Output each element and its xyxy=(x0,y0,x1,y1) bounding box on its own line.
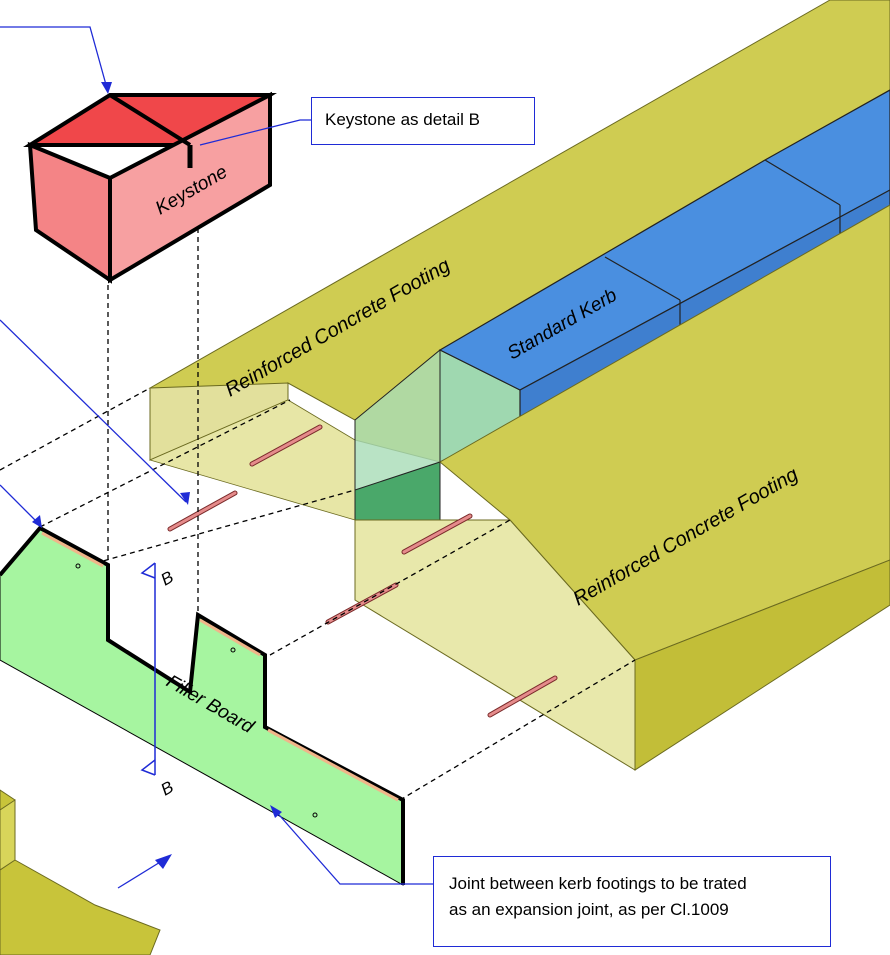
keystone-block xyxy=(23,91,277,284)
section-mark-bottom: B xyxy=(158,777,177,799)
keystone-detail-text: Keystone as detail B xyxy=(325,110,480,129)
filler-board xyxy=(0,525,405,886)
alignment-lines xyxy=(0,210,636,801)
expansion-joint-callout: Joint between kerb footings to be trated… xyxy=(433,856,831,947)
expansion-joint-text-line2: as an expansion joint, as per Cl.1009 xyxy=(449,900,729,919)
expansion-joint-text-line1: Joint between kerb footings to be trated xyxy=(449,874,747,893)
leader-arrowheads xyxy=(32,82,282,869)
footing-fragment xyxy=(0,789,161,955)
keystone-detail-callout: Keystone as detail B xyxy=(311,97,535,145)
section-mark-top: B xyxy=(158,567,177,589)
section-line xyxy=(140,562,156,776)
footing-back xyxy=(148,0,890,521)
footing-front xyxy=(354,204,890,771)
